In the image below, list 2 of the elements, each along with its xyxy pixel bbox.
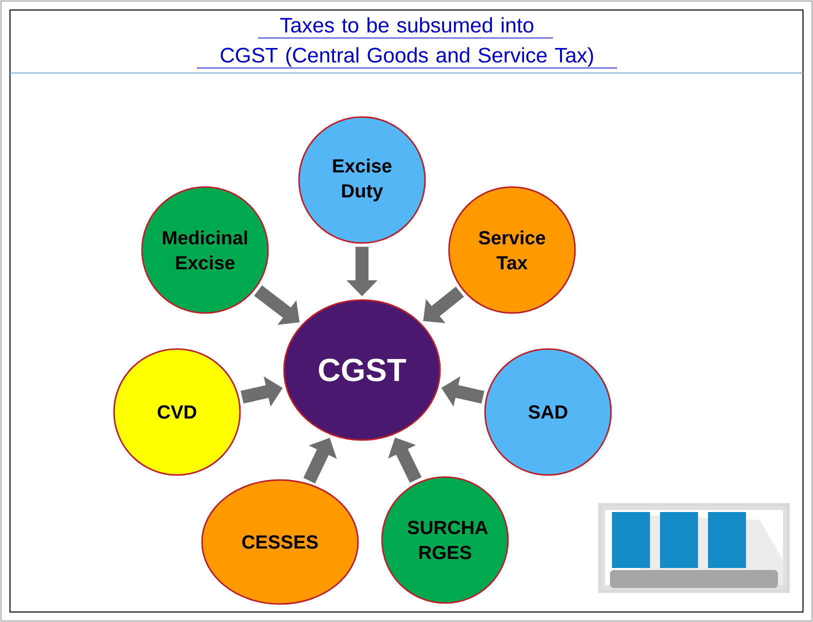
title: Taxes to be subsumed into CGST (Central Goods and Service Tax) xyxy=(196,17,618,68)
arrow xyxy=(423,286,464,324)
